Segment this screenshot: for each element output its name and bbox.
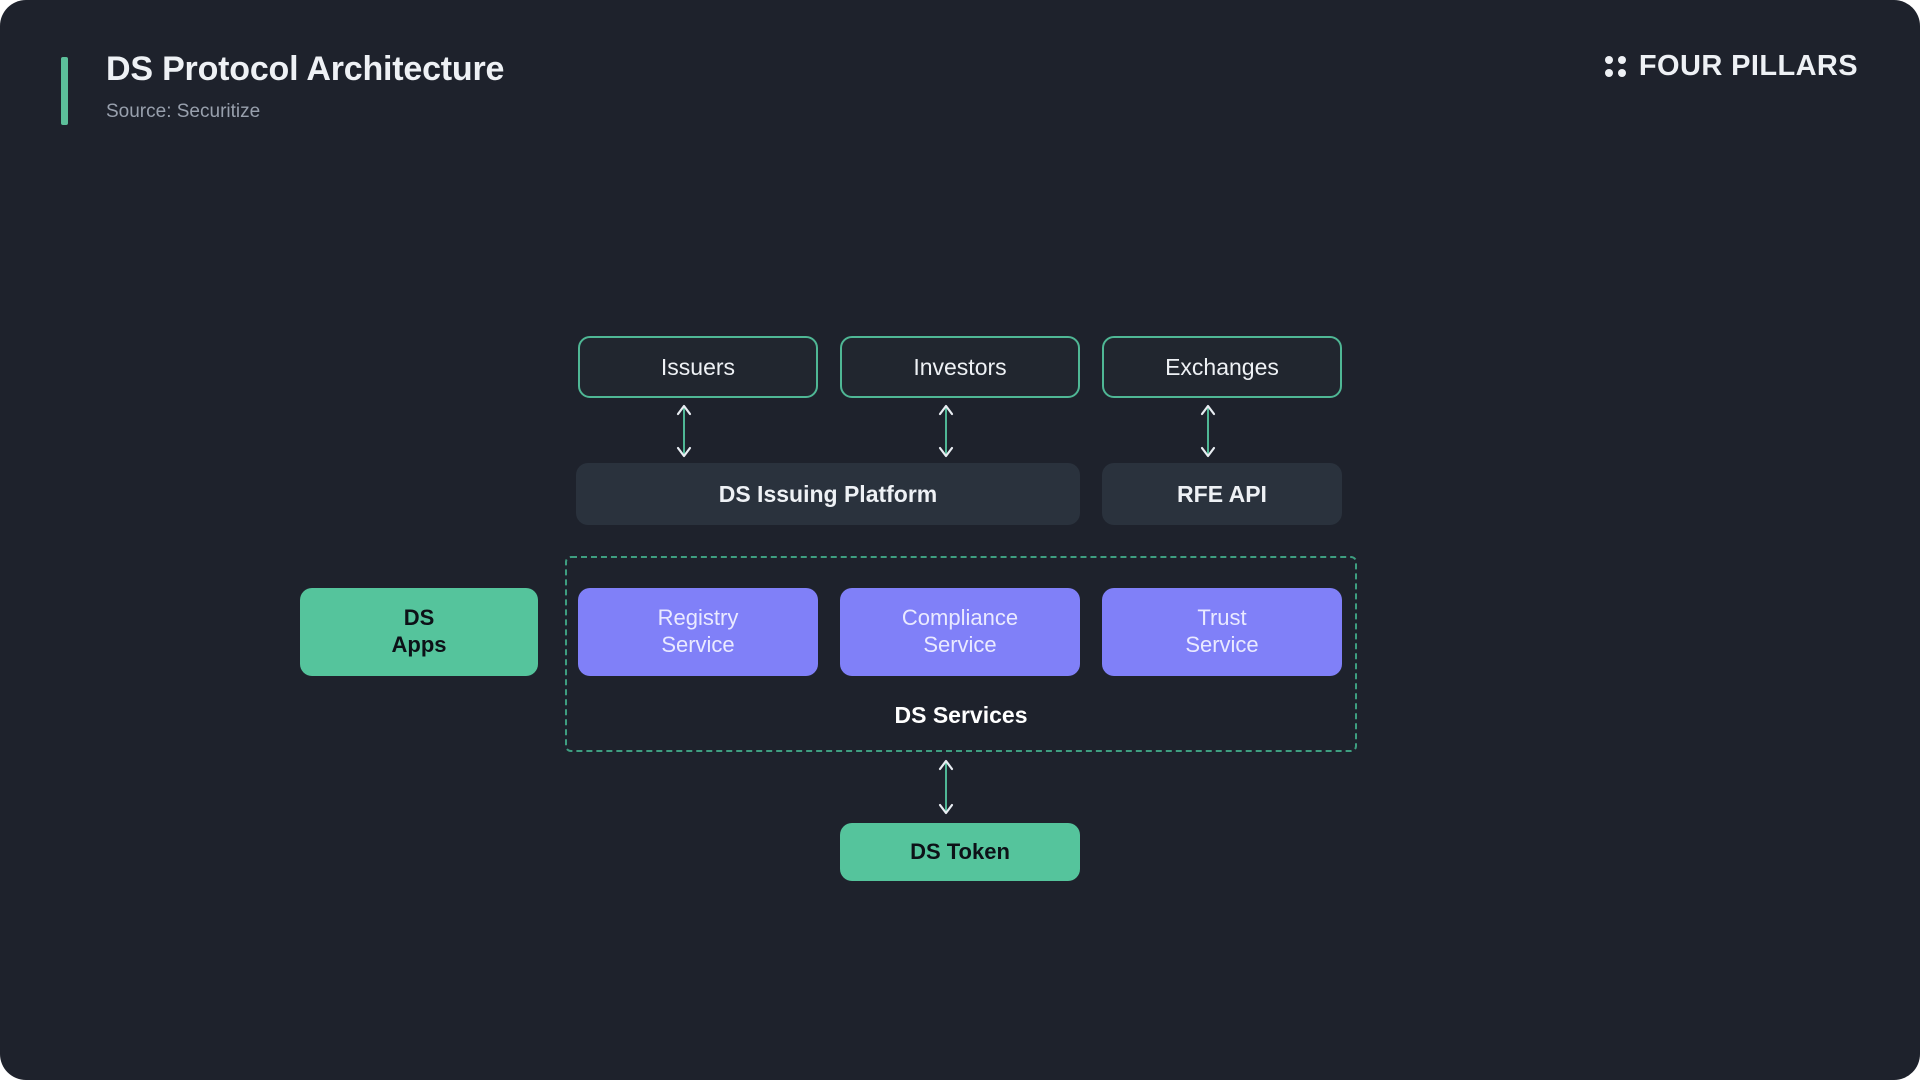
node-investors[interactable]: Investors — [840, 336, 1080, 398]
four-dot-grid-icon — [1604, 56, 1626, 77]
header: DS Protocol Architecture Source: Securit… — [0, 0, 1920, 160]
node-label: DS Token — [910, 838, 1010, 864]
node-label: Investors — [913, 353, 1007, 380]
node-rfe-api[interactable]: RFE API — [1102, 463, 1342, 525]
node-exchanges[interactable]: Exchanges — [1102, 336, 1342, 398]
node-label: Exchanges — [1165, 353, 1279, 380]
connector-investors-to-platform — [932, 403, 960, 459]
title-accent-bar — [61, 57, 68, 125]
node-label: RFE API — [1177, 480, 1267, 507]
node-label: Issuers — [660, 353, 736, 380]
connector-services-to-token — [932, 758, 960, 816]
page-subtitle: Source: Securitize — [106, 101, 261, 122]
connector-issuers-to-platform — [670, 403, 698, 459]
brand-name: FOUR PILLARS — [1638, 50, 1858, 82]
services-container — [565, 556, 1357, 752]
connector-exchanges-to-rfe — [1194, 403, 1222, 459]
brand-logo: FOUR PILLARS — [1604, 50, 1858, 83]
node-ds-issuing-platform[interactable]: DS Issuing Platform — [576, 463, 1080, 525]
services-container-label: DS Services — [894, 702, 1028, 728]
node-issuers[interactable]: Issuers — [578, 336, 818, 398]
node-ds-token[interactable]: DS Token — [840, 823, 1080, 881]
page-title: DS Protocol Architecture — [106, 50, 505, 88]
node-label: DS Issuing Platform — [718, 480, 938, 507]
